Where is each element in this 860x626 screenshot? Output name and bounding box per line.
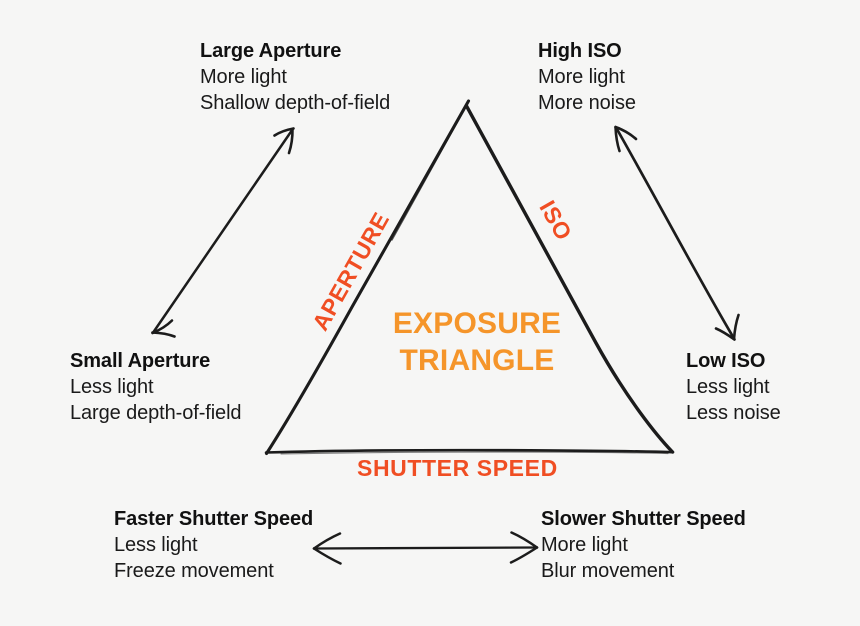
label-low-iso-title: Low ISO: [686, 350, 766, 372]
label-slower-shutter-title: Slower Shutter Speed: [541, 508, 746, 530]
aperture-double-arrow: [151, 127, 295, 338]
label-large-aperture-title: Large Aperture: [200, 40, 342, 62]
label-low-iso: Low ISO Less light Less noise: [686, 348, 781, 426]
center-title: EXPOSURE TRIANGLE: [382, 306, 572, 380]
label-small-aperture-title: Small Aperture: [70, 350, 211, 372]
label-faster-shutter-speed: Faster Shutter Speed Less light Freeze m…: [114, 506, 313, 584]
label-high-iso-line2: More noise: [538, 92, 636, 114]
center-title-line1: EXPOSURE: [392, 307, 562, 340]
label-high-iso-line1: More light: [538, 66, 625, 88]
label-faster-shutter-title: Faster Shutter Speed: [114, 508, 314, 530]
label-large-aperture-line2: Shallow depth-of-field: [200, 92, 391, 114]
label-faster-shutter-line2: Freeze movement: [114, 560, 274, 582]
label-low-iso-line1: Less light: [686, 376, 770, 398]
label-low-iso-line2: Less noise: [686, 402, 781, 424]
side-label-shutter-speed: SHUTTER SPEED: [357, 455, 558, 481]
label-faster-shutter-line1: Less light: [114, 534, 198, 556]
label-large-aperture: Large Aperture More light Shallow depth-…: [200, 38, 390, 116]
label-small-aperture-line1: Less light: [70, 376, 154, 398]
label-high-iso: High ISO More light More noise: [538, 38, 636, 116]
iso-double-arrow: [614, 125, 740, 341]
label-slower-shutter-line1: More light: [541, 534, 628, 556]
label-large-aperture-line1: More light: [200, 66, 287, 88]
triangle-outline: [264, 99, 675, 456]
shutter-double-arrow: [312, 531, 539, 565]
label-small-aperture: Small Aperture Less light Large depth-of…: [70, 348, 242, 426]
label-high-iso-title: High ISO: [538, 40, 622, 62]
center-title-line2: TRIANGLE: [399, 343, 555, 377]
side-label-iso: ISO: [534, 196, 578, 245]
label-small-aperture-line2: Large depth-of-field: [70, 402, 242, 424]
label-slower-shutter-speed: Slower Shutter Speed More light Blur mov…: [541, 506, 746, 584]
label-slower-shutter-line2: Blur movement: [541, 560, 675, 582]
